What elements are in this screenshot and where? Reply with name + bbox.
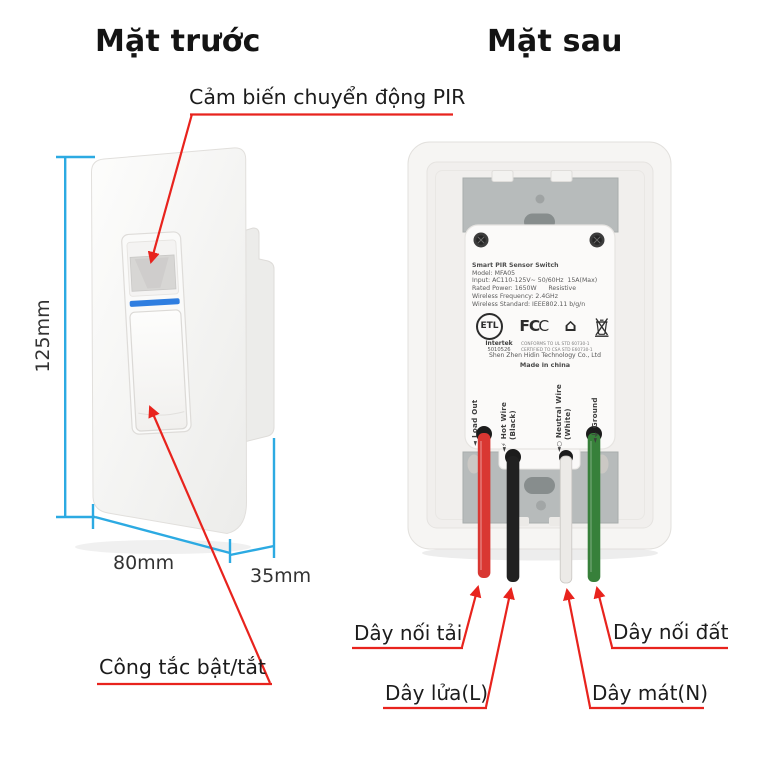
etl-logo: ETL bbox=[476, 312, 503, 340]
plate-oval-hole-left bbox=[467, 454, 481, 474]
intertek-number: 5010526 bbox=[487, 347, 511, 353]
model-line: Model: MFA05 bbox=[472, 269, 516, 277]
wire-red bbox=[477, 433, 491, 578]
ground-symbol-icon: ◄⏚ bbox=[590, 431, 599, 443]
company-line: Shen Zhen Hidin Technology Co., Ltd bbox=[489, 352, 601, 359]
fcc-letters: FC bbox=[519, 317, 540, 335]
screw-top-left bbox=[473, 232, 489, 248]
switch-label: Công tắc bật/tắt bbox=[99, 655, 266, 679]
wire-black bbox=[506, 456, 520, 582]
terminal-load-out: ◄ Load Out bbox=[470, 399, 480, 446]
load-wire-label: Dây nối tải bbox=[354, 621, 463, 645]
intertek-label: Intertek bbox=[485, 340, 513, 347]
compliance-lines: CONFORMS TO UL STD 60730-1 CERTIFIED TO … bbox=[521, 342, 593, 353]
terminal-load-out-text: Load Out bbox=[470, 399, 479, 438]
pir-sensor-shade bbox=[134, 257, 169, 289]
annotation-line-neutral bbox=[563, 588, 592, 708]
depth-dimension-label: 35mm bbox=[250, 565, 312, 587]
mounting-tab-right bbox=[550, 170, 573, 182]
made-in-line: Made in china bbox=[519, 361, 571, 369]
fcc-logo: FCC bbox=[519, 317, 549, 335]
terminal-ground: ◄⏚ Ground bbox=[589, 397, 600, 443]
weee-bin-icon bbox=[595, 317, 609, 337]
dimension-lines bbox=[56, 155, 276, 563]
wire-white bbox=[559, 455, 573, 584]
load-out-arrow-icon: ◄ bbox=[471, 440, 479, 446]
screw-top-right bbox=[589, 232, 605, 248]
front-shadow bbox=[75, 540, 251, 554]
annotation-line-pir bbox=[147, 113, 194, 264]
front-title: Mặt trước bbox=[95, 24, 261, 59]
terminal-hot-text: Hot Wire bbox=[499, 401, 508, 440]
terminal-hot-wire: ◄⚡ Hot Wire (Black) bbox=[499, 401, 517, 452]
certified-line: CERTIFIED TO CSA STD E60730-1 bbox=[521, 347, 593, 353]
device-body bbox=[464, 224, 616, 450]
mounting-tab-left bbox=[491, 170, 514, 182]
terminal-hot-color: (Black) bbox=[507, 410, 517, 440]
front-device-illustration bbox=[75, 147, 275, 554]
hot-wire-label: Dây lửa(L) bbox=[385, 681, 489, 705]
conforms-line: CONFORMS TO UL STD 60730-1 bbox=[521, 342, 590, 347]
wireless-frequency-line: Wireless Frequency: 2.4GHz bbox=[472, 292, 558, 300]
dimension-line-depth bbox=[229, 544, 275, 557]
bracket-screw-hole bbox=[535, 194, 545, 204]
device-side-body bbox=[239, 227, 275, 444]
annotation-line-load bbox=[460, 585, 482, 648]
neutral-circle-icon: ◄○ bbox=[555, 441, 563, 452]
fcc-letter-c: C bbox=[538, 317, 549, 335]
width-dimension-label: 80mm bbox=[113, 552, 175, 574]
dimension-line-width bbox=[94, 515, 231, 555]
hot-wire-lightning-icon: ◄⚡ bbox=[500, 442, 508, 452]
house-icon: ⌂ bbox=[564, 316, 577, 336]
annotation-line-ground bbox=[593, 586, 614, 648]
back-device-illustration bbox=[407, 141, 672, 584]
certification-logos: ETL FCC ⌂ bbox=[476, 311, 610, 341]
terminal-ground-text: Ground bbox=[589, 397, 599, 429]
terminal-neutral-wire: ◄○ Neutral Wire (White) bbox=[554, 384, 572, 452]
annotation-line-switch bbox=[148, 405, 272, 684]
bracket-screw-hole-bottom bbox=[536, 500, 546, 511]
product-name: Smart PIR Sensor Switch bbox=[472, 262, 559, 269]
rated-power-line: Rated Power: 1650W Resistive bbox=[472, 285, 577, 293]
ground-wire-label: Dây nối đất bbox=[613, 620, 729, 644]
pir-sensor-label: Cảm biến chuyển động PIR bbox=[189, 85, 466, 109]
bracket-slot-bottom bbox=[524, 477, 555, 494]
input-line: Input: AC110-125V~ 50/60Hz 15A(Max) bbox=[472, 277, 598, 285]
annotation-line-hot bbox=[484, 587, 515, 708]
back-title: Mặt sau bbox=[487, 24, 623, 59]
intertek-mark: Intertek 5010526 bbox=[481, 340, 517, 353]
height-dimension-label: 125mm bbox=[32, 299, 54, 373]
terminal-neutral-color: (White) bbox=[562, 408, 572, 440]
indicator-bar bbox=[129, 298, 180, 307]
neutral-wire-label: Dây mát(N) bbox=[592, 681, 708, 705]
switch-paddle bbox=[129, 309, 188, 432]
annotation-lines bbox=[97, 113, 728, 710]
paddle-seam bbox=[138, 411, 185, 416]
wireless-standard-line: Wireless Standard: IEEE802.11 b/g/n bbox=[472, 300, 586, 308]
terminal-neutral-text: Neutral Wire bbox=[554, 384, 563, 439]
device-info-label: Smart PIR Sensor Switch Model: MFA05 Inp… bbox=[472, 262, 618, 308]
wire-green bbox=[587, 433, 601, 582]
